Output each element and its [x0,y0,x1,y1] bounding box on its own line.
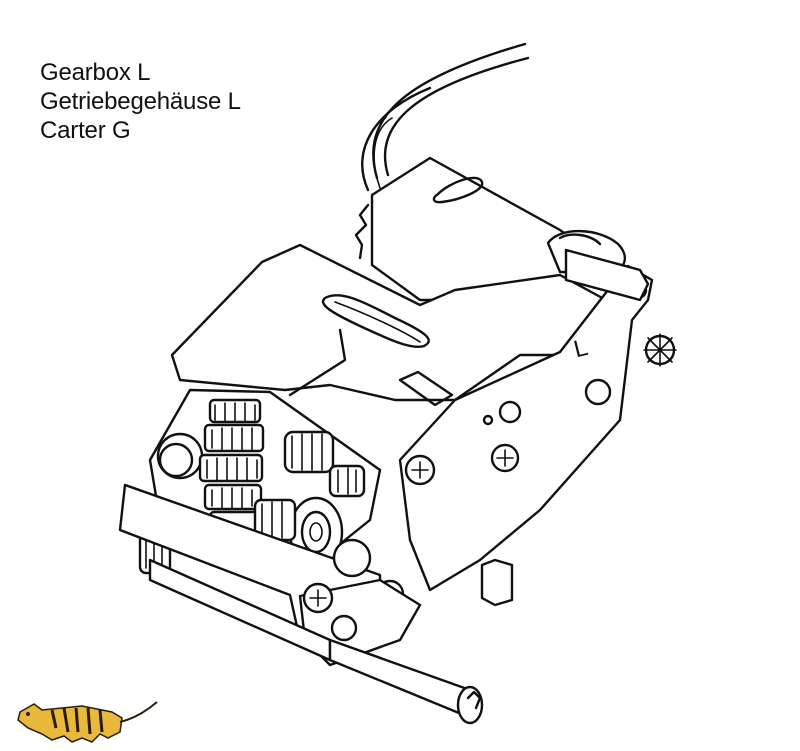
output-shaft [148,558,514,725]
caption-french: Carter G [40,117,131,144]
caption-german: Getriebegehäuse L [40,88,241,115]
tiger-logo-icon [17,701,158,743]
motor-wires [361,42,530,192]
gear-stack-left [198,398,265,534]
pinion-gear [564,248,677,367]
right-side-plate: L [375,264,654,609]
caption-block: Gearbox L Getriebegehäuse L Carter G [40,58,241,145]
front-plate [118,483,422,667]
caption-english: Gearbox L [40,59,151,86]
side-mark-label: L [571,334,590,363]
